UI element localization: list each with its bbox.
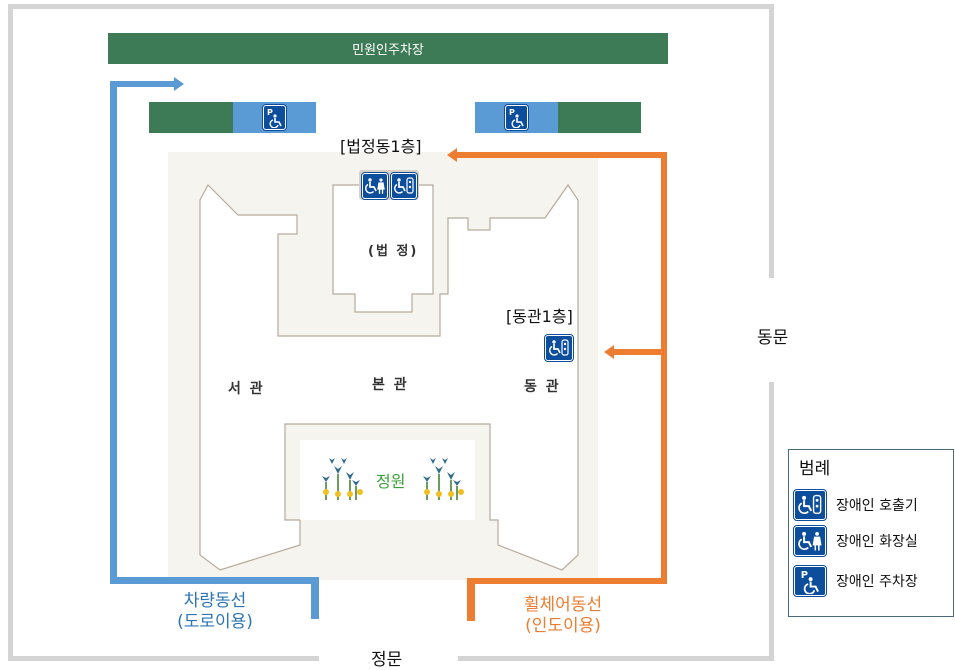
flower-icon [322, 458, 363, 500]
civil-parking-bar: 민원인주차장 [108, 33, 668, 64]
west-wing-label: 서 관 [228, 381, 265, 397]
wall-bottom-left [8, 656, 319, 661]
vehicle-route-bottom [110, 577, 319, 584]
wheelchair-parking-icon: P [263, 105, 286, 130]
legend-title: 범례 [799, 459, 831, 479]
vehicle-route-label: 차량동선 (도로이용) [177, 591, 253, 632]
svg-text:P: P [267, 108, 273, 117]
wheelchair-toilet-icon [794, 526, 826, 556]
wheelchair-parking-icon: P [794, 566, 826, 596]
legend-label-toilet: 장애인 화장실 [836, 534, 918, 550]
wheelchair-route-gate [467, 578, 475, 621]
legend-item-toilet: 장애인 화장실 [794, 526, 918, 556]
legend-label-call: 장애인 호출기 [836, 498, 918, 514]
arrow-right-icon [174, 77, 184, 91]
wall-bottom-right [458, 656, 774, 661]
accessible-parking-left: P [233, 102, 316, 133]
main-building-label: 본 관 [372, 377, 409, 393]
svg-text:P: P [801, 570, 808, 581]
wheelchair-toilet-icon [362, 173, 388, 199]
vehicle-route-top [110, 81, 176, 87]
wheelchair-call-icon [794, 490, 826, 520]
svg-text:P: P [509, 108, 515, 117]
wheelchair-route-top [454, 152, 667, 158]
wheelchair-route-label: 휠체어동선 (인도이용) [523, 595, 603, 636]
east-wing-label: 동 관 [524, 379, 561, 395]
parking-lot-left [149, 102, 233, 133]
east-gate-label: 동문 [757, 328, 789, 348]
parking-lot-right [558, 102, 641, 133]
flower-icon [423, 458, 464, 500]
legend-box: 범례 장애인 호출기 장애인 화장실 [788, 449, 954, 617]
court-floor-label: [법정동1층] [340, 137, 422, 156]
wheelchair-route-right [661, 152, 667, 584]
wall-right-upper [769, 4, 774, 278]
main-gate-label: 정문 [371, 650, 403, 670]
vehicle-route-gate [311, 577, 319, 619]
wall-top [8, 4, 774, 9]
wheelchair-call-icon [391, 173, 417, 199]
legend-item-call: 장애인 호출기 [794, 490, 918, 520]
wheelchair-parking-icon: P [505, 105, 528, 130]
wall-right-lower [769, 382, 774, 661]
garden-label: 정원 [376, 472, 406, 491]
vehicle-route-left [110, 81, 117, 584]
east-floor-label: [동관1층] [506, 307, 573, 326]
legend-item-parking: P 장애인 주차장 [794, 566, 918, 596]
accessible-parking-right: P [475, 102, 558, 133]
wheelchair-call-icon [545, 335, 573, 361]
wall-left [8, 4, 13, 661]
court-label: (법 정) [368, 244, 419, 259]
wheelchair-route-east-branch [612, 349, 662, 355]
legend-label-parking: 장애인 주차장 [836, 574, 918, 590]
wheelchair-route-bottom [467, 578, 667, 584]
civil-parking-label: 민원인주차장 [352, 43, 424, 58]
arrow-left-icon [447, 148, 457, 162]
arrow-left-icon [604, 345, 614, 359]
